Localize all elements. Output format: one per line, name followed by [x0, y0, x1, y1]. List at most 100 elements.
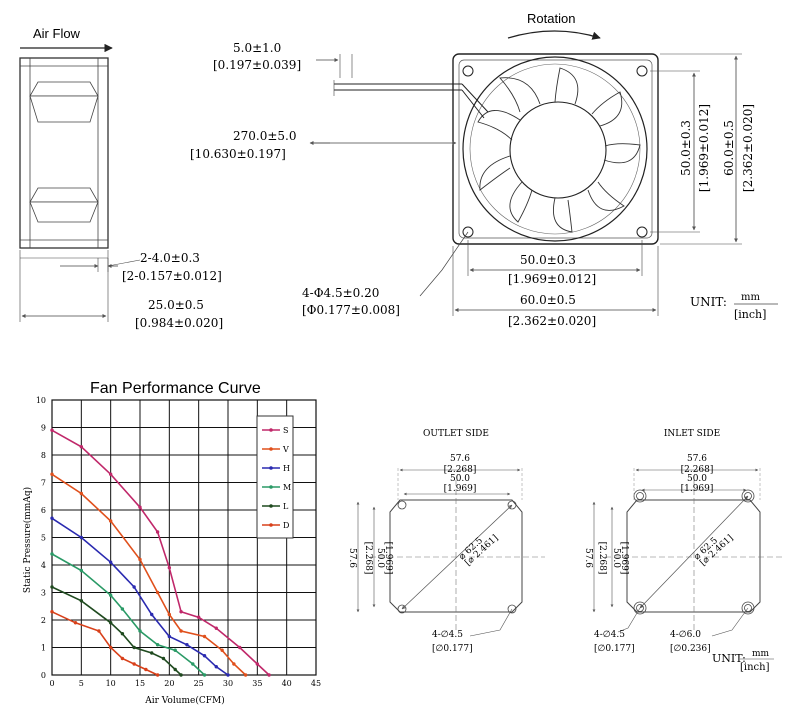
unit-label: UNIT: — [690, 295, 727, 309]
chart-point-S — [179, 610, 183, 614]
chart-legend-label-H: H — [283, 464, 290, 473]
outlet-h1: 57.6 — [347, 548, 357, 568]
chart-point-D — [50, 610, 54, 614]
chart-y-tick-label: 10 — [36, 396, 46, 405]
dim-depth-inch: [0.984±0.020] — [135, 316, 223, 330]
dim-frame: 60.0±0.5 — [520, 293, 576, 307]
chart-point-V — [108, 519, 113, 523]
dim-hole-spacing: 50.0±0.3 — [520, 253, 576, 267]
chart-point-S — [255, 662, 260, 666]
chart-legend-marker-V — [269, 447, 273, 451]
chart-y-tick-label: 7 — [41, 479, 46, 488]
chart-point-V — [220, 648, 224, 652]
chart-y-tick-label: 6 — [41, 506, 46, 515]
chart-point-V — [50, 472, 54, 476]
chart-point-M — [108, 593, 113, 597]
chart-point-L — [50, 585, 54, 589]
chart-y-tick-label: 0 — [41, 671, 46, 680]
chart-point-S — [79, 445, 84, 449]
dim-cable-inch: [10.630±0.197] — [190, 147, 286, 161]
chart-point-M — [191, 662, 195, 666]
outlet-hole-inch: [∅0.177] — [432, 644, 473, 654]
chart-point-V — [202, 634, 207, 639]
chart-point-S — [167, 566, 172, 570]
chart-legend-label-D: D — [283, 521, 289, 530]
dim-flange-inch: [2-0.157±0.012] — [122, 269, 222, 283]
chart-x-tick-label: 10 — [106, 679, 116, 688]
outlet-frame — [389, 499, 523, 613]
fan-side-body — [19, 57, 109, 249]
chart-point-D — [155, 673, 160, 677]
inlet-hole-b: 4-∅6.0 — [670, 630, 701, 640]
chart-point-D — [108, 645, 113, 650]
chart-legend-label-L: L — [283, 502, 289, 511]
air-flow-label: Air Flow — [33, 26, 81, 41]
chart-point-M — [79, 568, 84, 573]
chart-legend-marker-L — [269, 504, 273, 508]
chart-point-L — [108, 621, 113, 625]
inlet-title: INLET SIDE — [664, 429, 720, 439]
chart-legend-marker-M — [269, 485, 273, 489]
chart-x-tick-label: 5 — [79, 679, 84, 688]
front-view: Rotation — [190, 11, 778, 328]
dim-v-frame-inch: [2.362±0.020] — [741, 104, 755, 192]
chart-x-tick-label: 0 — [49, 679, 54, 688]
chart-point-M — [138, 629, 142, 633]
inlet-w1-inch: [2.268] — [681, 465, 714, 475]
inlet-h2: 50.0 — [611, 548, 621, 568]
chart-point-L — [79, 599, 84, 603]
chart-legend-label-S: S — [283, 426, 288, 435]
chart-x-tick-label: 40 — [282, 679, 292, 688]
chart-x-tick-label: 25 — [194, 679, 204, 688]
dim-hole-spacing-inch: [1.969±0.012] — [508, 272, 596, 286]
inlet-w2-inch: [1.969] — [681, 484, 714, 494]
chart-point-S — [108, 472, 113, 476]
dim-depth: 25.0±0.5 — [148, 298, 204, 312]
inlet-unit-inch: [inch] — [740, 662, 770, 673]
chart-point-H — [202, 654, 207, 658]
chart-y-tick-label: 9 — [41, 424, 46, 433]
outlet-h1-inch: [2.268] — [363, 542, 373, 575]
fan-hub — [509, 101, 607, 199]
chart-point-L — [161, 656, 166, 661]
chart-legend-marker-H — [269, 466, 273, 470]
inlet-hole-b-inch: [∅0.236] — [670, 644, 711, 654]
chart-point-V — [138, 557, 142, 562]
chart-x-tick-label: 35 — [252, 679, 262, 688]
dim-v-frame: 60.0±0.5 — [722, 120, 736, 176]
dim-v-hole-spacing-inch: [1.969±0.012] — [697, 104, 711, 192]
chart-point-V — [155, 590, 160, 595]
chart-point-H — [79, 535, 84, 540]
chart-point-M — [50, 552, 54, 556]
chart-point-M — [173, 648, 177, 652]
chart-point-V — [167, 612, 172, 617]
unit-mm: mm — [741, 292, 760, 303]
outlet-side-view: OUTLET SIDE ⌀ 62.5 [⌀ 2.461] 57.6 [2.268… — [347, 429, 545, 654]
chart-series-line-M — [51, 553, 206, 676]
rotation-label: Rotation — [527, 11, 575, 26]
chart-series-line-D — [51, 611, 158, 676]
outlet-w2: 50.0 — [450, 474, 470, 484]
chart-point-M — [155, 643, 160, 647]
rotation-arrow — [507, 30, 601, 40]
chart-point-H — [167, 634, 172, 639]
outlet-w1: 57.6 — [450, 454, 470, 464]
chart-x-tick-label: 15 — [135, 679, 145, 688]
chart-point-S — [196, 615, 201, 619]
inlet-w1: 57.6 — [687, 454, 707, 464]
outlet-w2-inch: [1.969] — [444, 484, 477, 494]
chart-legend — [256, 415, 294, 539]
dim-hole-inch: [Φ0.177±0.008] — [302, 303, 400, 317]
chart-point-L — [132, 645, 136, 650]
dim-lead-gap-inch: [0.197±0.039] — [213, 58, 301, 72]
chart-point-V — [179, 629, 183, 633]
chart-point-H — [185, 643, 189, 647]
inlet-side-view: INLET SIDE ⌀ 62.5 [⌀ 2.461] 57.6 [2.268]… — [583, 429, 785, 673]
chart-point-S — [50, 428, 54, 432]
chart-legend-label-M: M — [283, 483, 291, 492]
chart-x-tick-label: 20 — [164, 679, 174, 688]
chart-point-D — [97, 629, 101, 633]
dim-frame-inch: [2.362±0.020] — [508, 314, 596, 328]
chart-point-H — [50, 516, 54, 520]
